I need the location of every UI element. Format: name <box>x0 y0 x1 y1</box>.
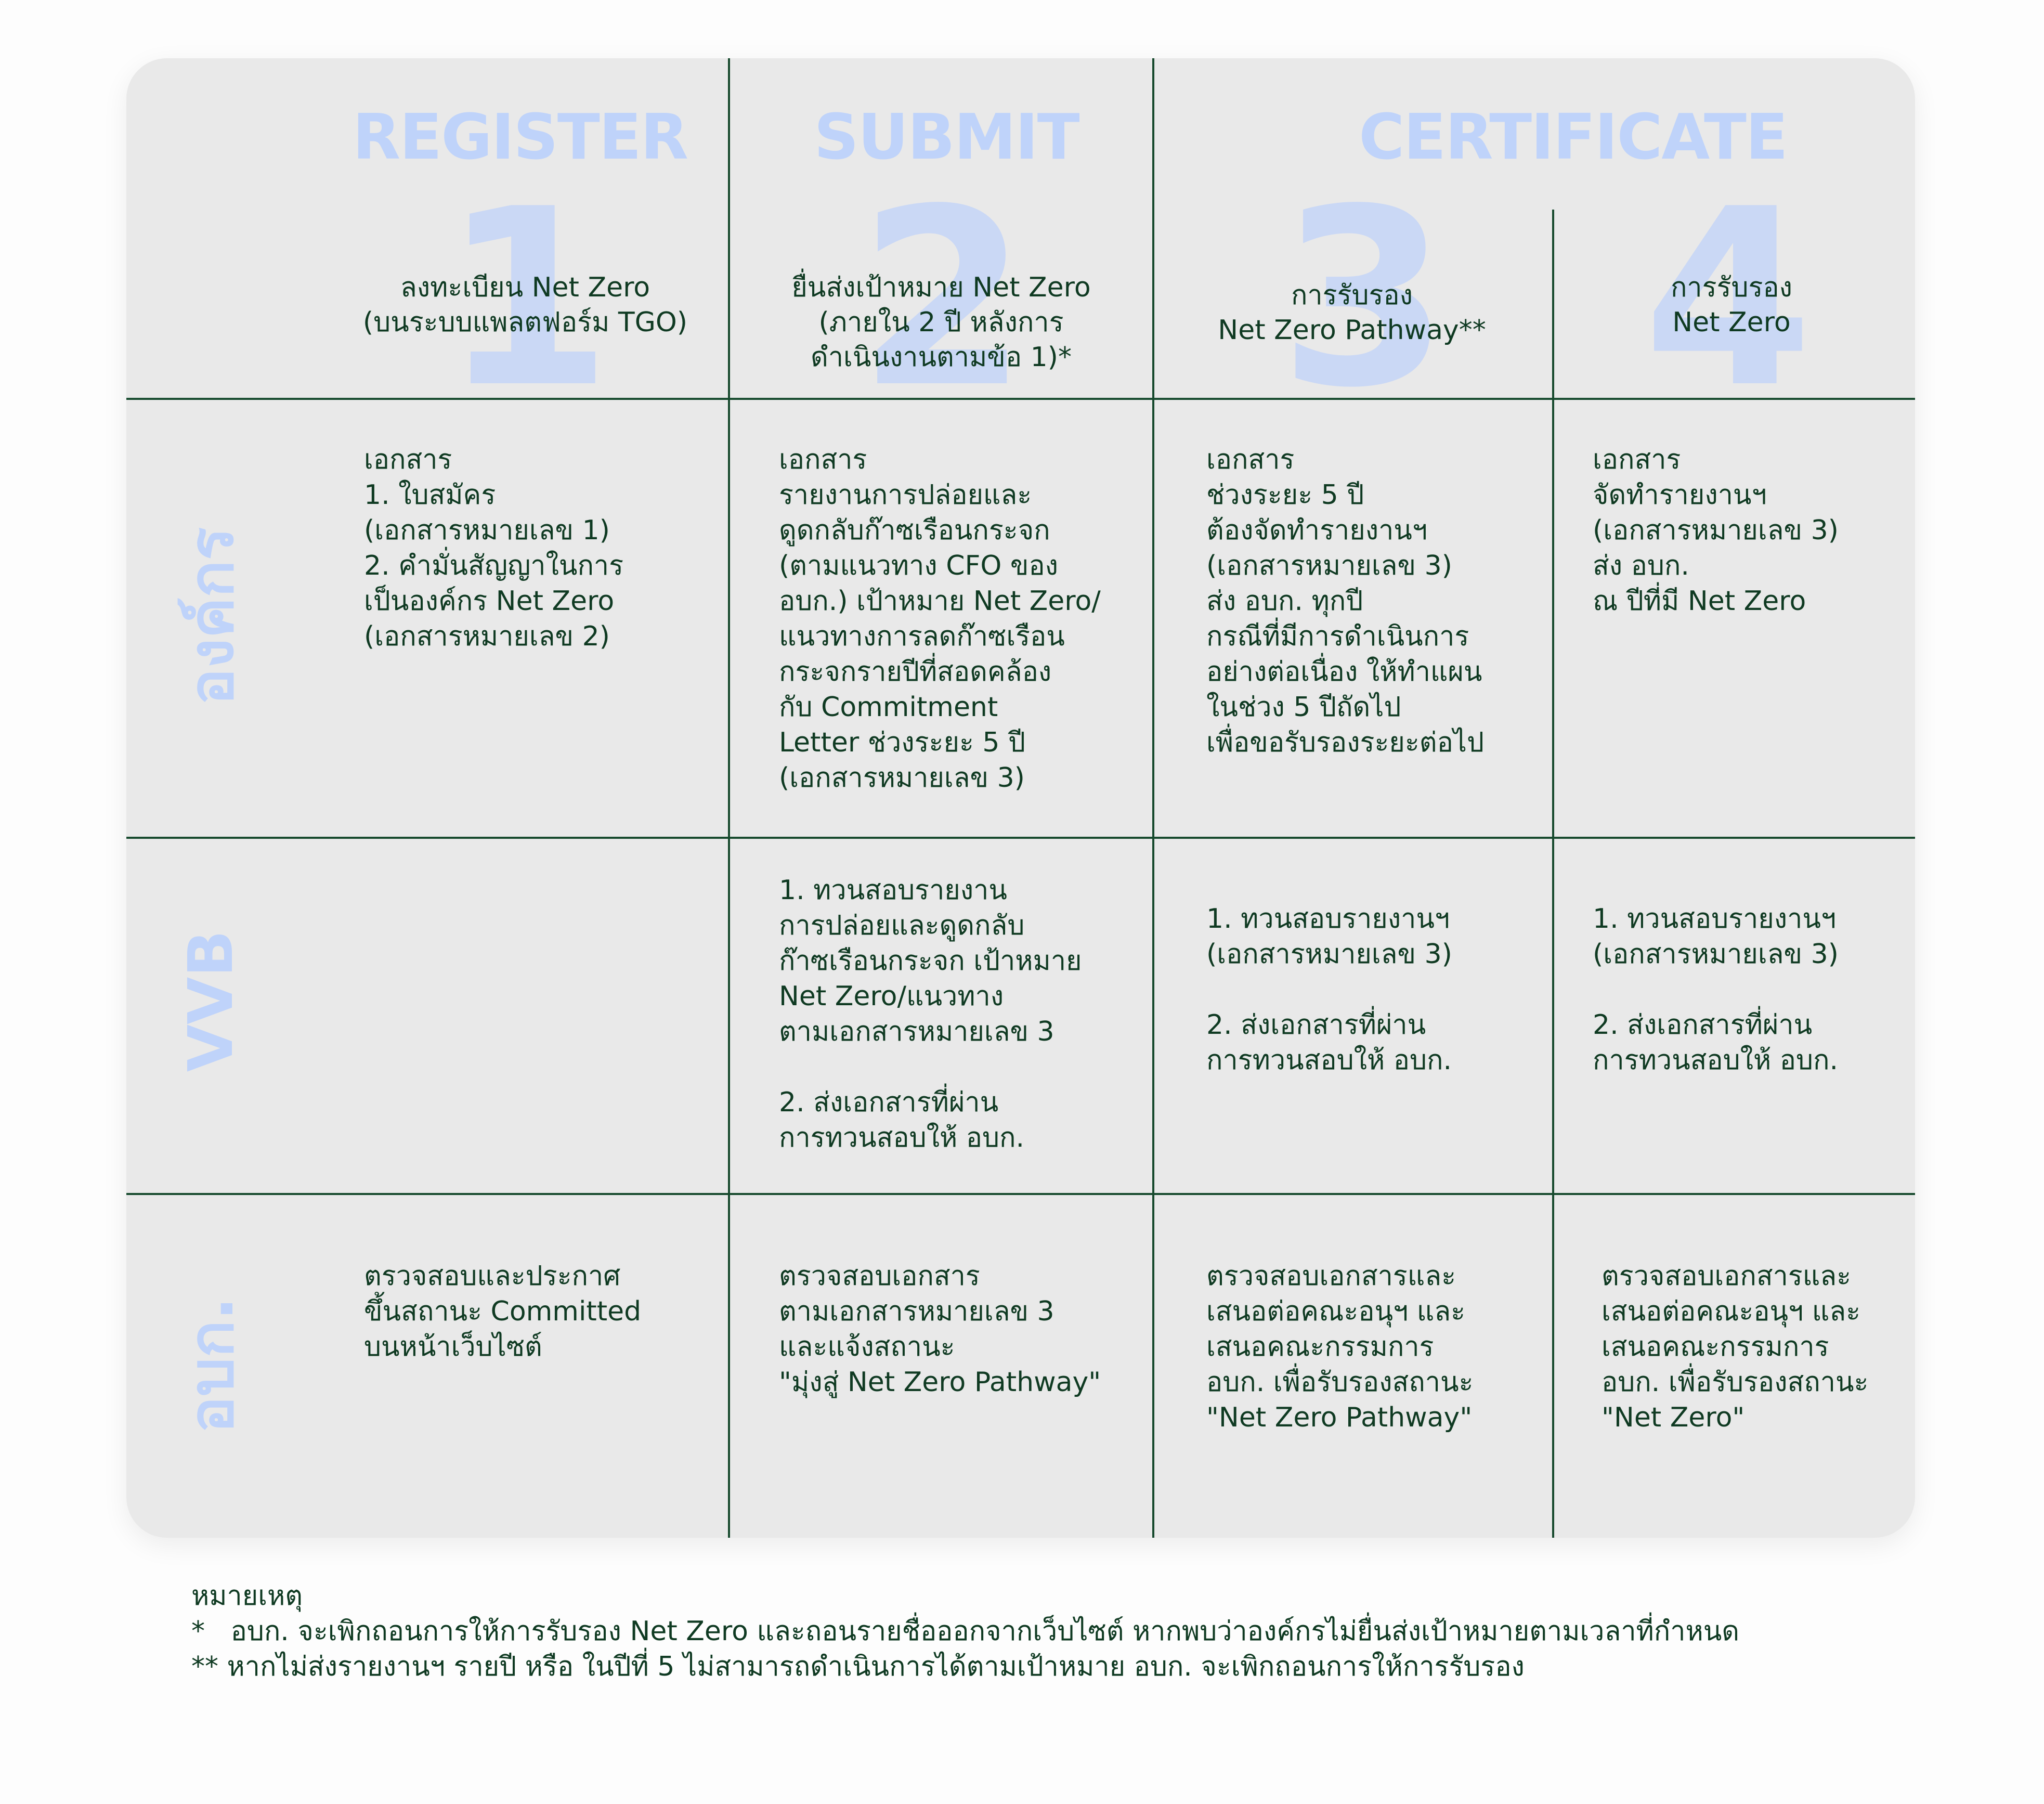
vvb-step3-cell: 1. ทวนสอบรายงานฯ (เอกสารหมายเลข 3) 2. ส่… <box>1206 903 1452 1076</box>
step-number-3: 3 <box>1279 157 1450 441</box>
divider-row-org <box>126 837 1915 839</box>
step-2-title: ยื่นส่งเป้าหมาย Net Zero (ภายใน 2 ปี หลั… <box>791 272 1091 373</box>
divider-vertical-3 <box>1552 210 1554 1538</box>
step-number-1: 1 <box>442 157 613 441</box>
phase-submit: SUBMIT <box>814 101 1079 174</box>
divider-row-vvb <box>126 1193 1915 1195</box>
process-table-card <box>126 58 1915 1538</box>
row-label-tgo: อบก. <box>175 1296 247 1434</box>
step-3-title: การรับรอง Net Zero Pathway** <box>1218 280 1486 346</box>
tgo-step4-cell: ตรวจสอบเอกสารและ เสนอต่อคณะอนุฯ และ เสนอ… <box>1602 1261 1869 1433</box>
org-step4-cell: เอกสาร จัดทำรายงานฯ (เอกสารหมายเลข 3) ส่… <box>1593 444 1839 617</box>
footnote-2: ** หากไม่ส่งรายงานฯ รายปี หรือ ในปีที่ 5… <box>191 1651 1525 1682</box>
org-step1-cell: เอกสาร 1. ใบสมัคร (เอกสารหมายเลข 1) 2. ค… <box>364 444 624 652</box>
step-number-2: 2 <box>858 157 1028 441</box>
step-1-title: ลงทะเบียน Net Zero (บนระบบแพลตฟอร์ม TGO) <box>362 272 688 338</box>
divider-vertical-1 <box>728 58 730 1538</box>
footnotes-title: หมายเหตุ <box>191 1580 303 1612</box>
step-number-4: 4 <box>1643 157 1814 441</box>
step-4-title: การรับรอง Net Zero <box>1670 272 1793 338</box>
row-label-vvb: VVB <box>175 930 246 1072</box>
vvb-step2-cell: 1. ทวนสอบรายงาน การปล่อยและดูดกลับ ก๊าซเ… <box>779 875 1082 1153</box>
tgo-step1-cell: ตรวจสอบและประกาศ ขึ้นสถานะ Committed บนห… <box>364 1261 642 1362</box>
tgo-step2-cell: ตรวจสอบเอกสาร ตามเอกสารหมายเลข 3 และแจ้ง… <box>779 1261 1101 1398</box>
divider-header <box>126 398 1915 400</box>
org-step2-cell: เอกสาร รายงานการปล่อยและ ดูดกลับก๊าซเรือ… <box>779 444 1101 794</box>
phase-register: REGISTER <box>352 101 688 174</box>
footnotes: หมายเหตุ * อบก. จะเพิกถอนการให้การรับรอง… <box>191 1578 1739 1684</box>
row-label-org: องค์กร <box>175 527 247 706</box>
vvb-step4-cell: 1. ทวนสอบรายงานฯ (เอกสารหมายเลข 3) 2. ส่… <box>1593 903 1839 1076</box>
footnote-1: * อบก. จะเพิกถอนการให้การรับรอง Net Zero… <box>191 1616 1740 1647</box>
phase-certificate: CERTIFICATE <box>1359 101 1788 174</box>
org-step3-cell: เอกสาร ช่วงระยะ 5 ปี ต้องจัดทำรายงานฯ (เ… <box>1206 444 1484 758</box>
tgo-step3-cell: ตรวจสอบเอกสารและ เสนอต่อคณะอนุฯ และ เสนอ… <box>1206 1261 1474 1433</box>
divider-vertical-2 <box>1152 58 1154 1538</box>
